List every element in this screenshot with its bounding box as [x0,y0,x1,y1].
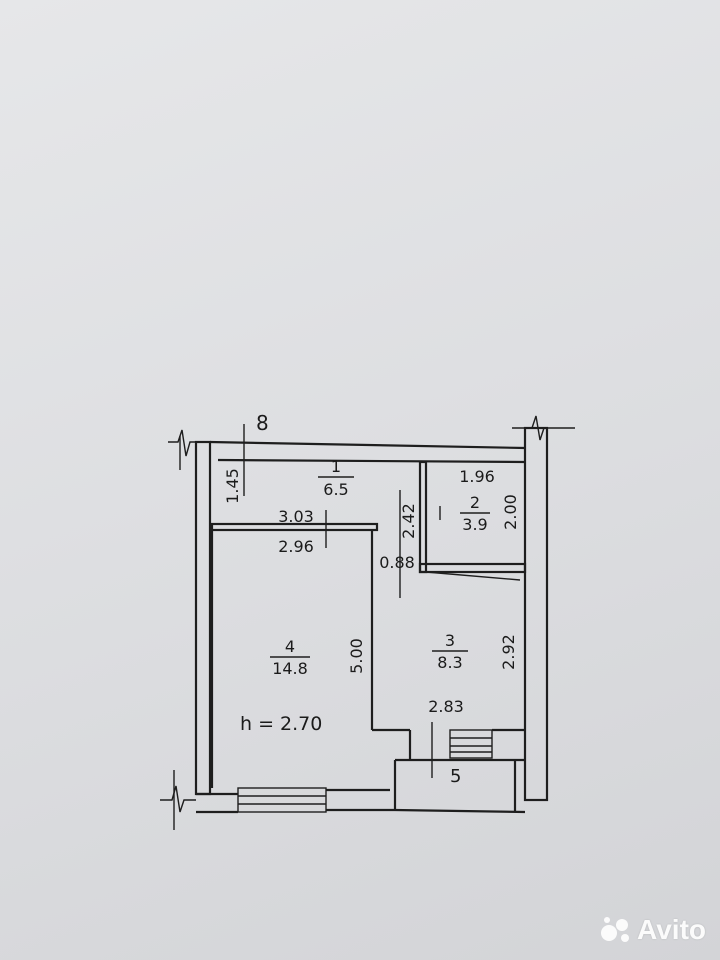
room-2-area: 3.9 [462,515,487,534]
dim-kitchen-length: 2.92 [499,634,518,670]
room-1-area: 6.5 [323,480,348,499]
room-4-area: 14.8 [272,659,308,678]
break-mark-top-left [168,429,210,457]
corner-mark: 8 [256,411,269,435]
window-kitchen [449,729,493,759]
room-3-number: 3 [445,631,455,650]
avito-logo-icon [601,917,630,942]
dim-room4-length: 5.00 [347,638,366,674]
break-marks [160,415,575,830]
partitions [210,460,527,788]
labels: 8 1 6.5 2 3.9 3 8.3 4 14.8 h = 2.70 5 1.… [223,411,520,787]
dimension-lines [243,424,441,778]
room4-top-wall [210,522,379,532]
top-wall-inner [217,458,526,464]
bath-left-wall [418,460,428,574]
top-wall-outer [209,440,526,450]
bath-bottom-wall [418,562,527,574]
dim-hall-height: 1.45 [223,468,242,504]
dim-kitchen-width: 2.83 [428,697,464,716]
room-2-number: 2 [470,493,480,512]
room-4-number: 4 [285,637,295,656]
window-room-4 [237,787,327,813]
outer-walls [194,426,549,814]
windows [237,729,493,813]
watermark-text: Avito [637,914,706,945]
dim-room4-width: 2.96 [278,537,314,556]
dim-hall-width: 3.03 [278,507,314,526]
left-wall [194,440,212,796]
ceiling-height: h = 2.70 [240,713,322,735]
room-3-area: 8.3 [437,653,462,672]
balcony-outer [394,808,526,814]
dim-corridor-width: 0.88 [379,553,415,572]
dim-corridor-depth: 2.42 [399,503,418,539]
kitchen-top-line [425,571,521,581]
watermark: Avito [599,914,706,946]
break-mark-top-right [512,415,575,441]
room-1-number: 1 [331,457,341,476]
dim-bath-length: 2.00 [501,494,520,530]
balcony-number: 5 [450,766,461,787]
dim-bath-width: 1.96 [459,467,495,486]
right-wall [523,426,549,802]
break-mark-bottom-left [160,785,196,813]
